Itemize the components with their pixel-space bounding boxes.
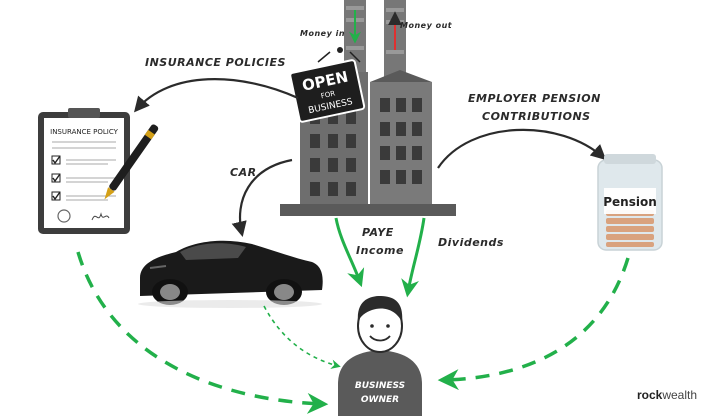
pension-benefit-arrow bbox=[437, 257, 630, 391]
paye-income-arrow bbox=[334, 217, 365, 288]
insurance-arrow bbox=[134, 78, 299, 113]
business-owner-label-2: OWNER bbox=[361, 395, 399, 405]
employer-pension-label-2: CONTRIBUTIONS bbox=[482, 110, 591, 123]
signature-icon bbox=[91, 212, 110, 221]
checkbox-icon bbox=[51, 155, 61, 201]
insurance-policy-document: INSURANCE POLICY bbox=[38, 108, 159, 234]
dividends-arrow bbox=[401, 217, 426, 298]
owner-hair bbox=[357, 296, 403, 322]
pension-jar-label: Pension bbox=[603, 195, 657, 209]
seal-icon bbox=[57, 209, 71, 223]
car-label: CAR bbox=[230, 166, 257, 179]
dividends-label: Dividends bbox=[438, 236, 504, 249]
sign-for: FOR bbox=[320, 89, 336, 100]
paye-label-1: PAYE bbox=[362, 226, 394, 239]
business-owner-label-1: BUSINESS bbox=[355, 381, 405, 391]
pension-jar: Pension bbox=[597, 154, 663, 251]
open-for-business-sign: OPEN FOR BUSINESS bbox=[289, 59, 366, 123]
brand-part2: wealth bbox=[662, 388, 697, 402]
pension-arrow bbox=[437, 128, 607, 169]
paye-label-2: Income bbox=[356, 244, 404, 257]
insurance-policies-label: INSURANCE POLICIES bbox=[145, 56, 286, 69]
building-windows bbox=[310, 98, 422, 196]
brand-part1: rock bbox=[636, 388, 663, 402]
checkmark-icon bbox=[52, 155, 61, 201]
rockwealth-logo: rockwealth bbox=[637, 388, 697, 402]
pen-icon bbox=[104, 124, 159, 200]
car-benefit-arrow bbox=[263, 305, 341, 369]
document-title: INSURANCE POLICY bbox=[50, 128, 118, 136]
insurance-benefit-arrow bbox=[76, 251, 329, 414]
business-owner-figure: BUSINESS OWNER bbox=[338, 296, 422, 416]
employer-pension-label-1: EMPLOYER PENSION bbox=[468, 92, 601, 105]
car-image bbox=[138, 240, 323, 308]
car-arrow bbox=[231, 158, 293, 237]
money-out-label: Money out bbox=[400, 21, 453, 30]
business-building: OPEN FOR BUSINESS bbox=[280, 0, 456, 216]
money-in-label: Money in bbox=[300, 29, 345, 38]
